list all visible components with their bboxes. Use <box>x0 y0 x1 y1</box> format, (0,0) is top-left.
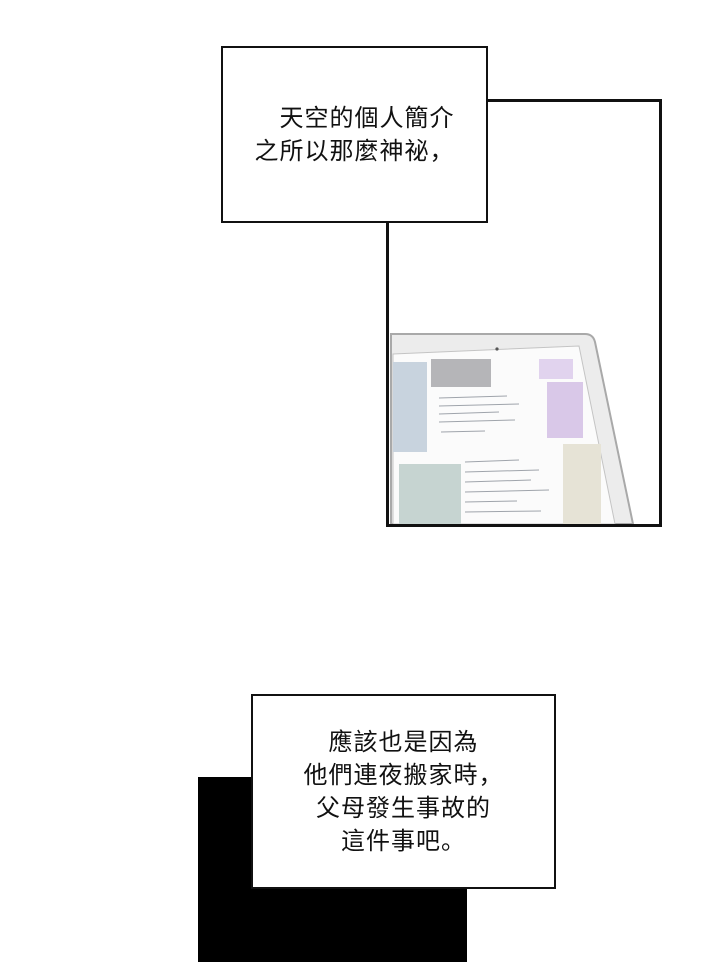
card-cream <box>563 444 601 524</box>
caption-line: 父母發生事故的 <box>316 793 491 822</box>
caption-line: 他們連夜搬家時， <box>303 760 504 789</box>
caption-line: 天空的個人簡介 <box>279 103 455 132</box>
caption-text-top: 天空的個人簡介 之所以那麼神祕， <box>255 102 455 168</box>
screen-text-lines <box>438 395 550 513</box>
manga-panel-laptop <box>386 99 662 527</box>
caption-line: 之所以那麼神祕， <box>254 136 455 165</box>
camera-dot <box>495 347 499 351</box>
caption-box-top: 天空的個人簡介 之所以那麼神祕， <box>221 46 488 223</box>
laptop-illustration <box>390 333 635 524</box>
card-blue <box>393 362 427 452</box>
caption-text-bottom: 應該也是因為 他們連夜搬家時， 父母發生事故的 這件事吧。 <box>304 726 504 858</box>
caption-box-bottom: 應該也是因為 他們連夜搬家時， 父母發生事故的 這件事吧。 <box>251 694 556 889</box>
card-purple <box>547 382 583 438</box>
card-gray <box>431 359 491 387</box>
caption-line: 這件事吧。 <box>341 826 466 855</box>
caption-line: 應該也是因為 <box>328 727 479 756</box>
card-teal <box>399 464 461 524</box>
card-lavender-small <box>539 359 573 379</box>
